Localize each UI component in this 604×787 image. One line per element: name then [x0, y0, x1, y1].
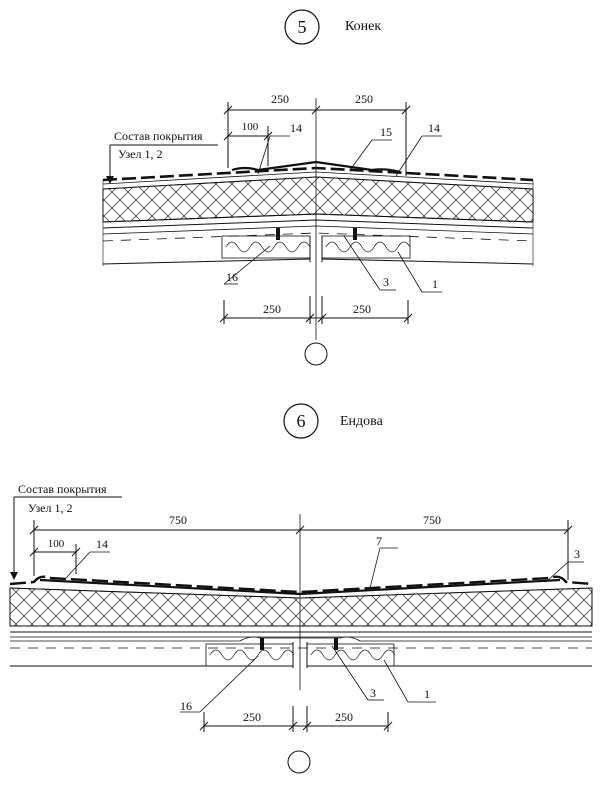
detail-5-marker: 5 — [284, 9, 320, 45]
roof-section — [9, 575, 593, 668]
callouts-5: 14 15 14 16 3 1 — [223, 121, 442, 293]
dim-left: 250 — [271, 92, 289, 106]
composition-leader: Состав покрытия Узел 1, 2 — [10, 482, 122, 580]
dim-right: 750 — [423, 513, 441, 527]
dim-bottom-right: 250 — [353, 302, 371, 316]
dim-bottom-left: 250 — [243, 710, 261, 724]
dim-bottom-right: 250 — [335, 710, 353, 724]
axis-bubble — [287, 750, 311, 774]
dim-overlap: 100 — [242, 121, 259, 133]
callout-3: 3 — [383, 275, 389, 289]
dim-right: 250 — [355, 92, 373, 106]
roof-section — [102, 160, 534, 266]
node-ref: Узел 1, 2 — [118, 147, 163, 161]
callout-16: 16 — [226, 270, 238, 284]
callout-7: 7 — [376, 534, 382, 548]
dim-bottom-left: 250 — [263, 302, 281, 316]
dim-overlap: 100 — [48, 538, 65, 550]
composition-label: Состав покрытия — [18, 482, 107, 496]
node-ref: Узел 1, 2 — [28, 501, 73, 515]
axis-bubble — [304, 342, 328, 366]
bottom-dimensions: 250 250 — [199, 706, 393, 732]
detail-6: 6 Ендова Состав покрытия Узел 1, 2 750 7… — [9, 403, 593, 774]
callout-15: 15 — [380, 125, 392, 139]
detail-6-marker: 6 — [283, 403, 319, 439]
detail-5: 5 Конек Состав покрытия Узел 1, 2 250 25… — [102, 9, 534, 366]
detail-number: 6 — [297, 411, 306, 431]
callout-1: 1 — [424, 687, 430, 701]
callout-1: 1 — [432, 277, 438, 291]
callout-3b: 3 — [370, 686, 376, 700]
top-dimensions: 250 250 100 — [223, 92, 411, 176]
callouts-6: 14 7 3 16 3 1 — [65, 534, 584, 713]
detail-title: Конек — [345, 19, 381, 34]
callout-14: 14 — [96, 537, 108, 551]
callout-14a: 14 — [290, 121, 302, 135]
composition-label: Состав покрытия — [114, 129, 203, 143]
callout-3a: 3 — [574, 547, 580, 561]
dim-left: 750 — [169, 513, 187, 527]
detail-number: 5 — [298, 17, 307, 37]
callout-14b: 14 — [428, 121, 440, 135]
callout-16: 16 — [180, 699, 192, 713]
detail-title: Ендова — [340, 414, 384, 429]
top-dimensions: 750 750 100 — [29, 513, 573, 580]
bottom-dimensions: 250 250 — [219, 296, 413, 324]
composition-leader: Состав покрытия Узел 1, 2 — [106, 129, 218, 184]
